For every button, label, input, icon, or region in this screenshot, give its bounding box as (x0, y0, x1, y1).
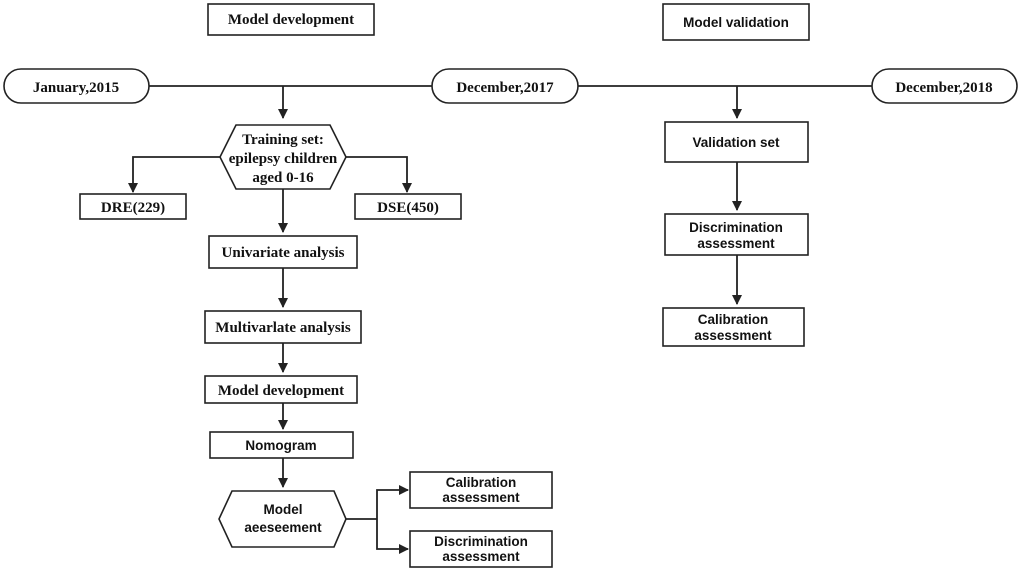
training-set-line2: epilepsy children (229, 151, 338, 167)
timeline-end-label: December,2018 (895, 80, 992, 96)
val-discrimination-line2: assessment (697, 236, 775, 251)
univariate-node: Univariate analysis (208, 235, 358, 269)
multivariate-label: Multivarlate analysis (215, 320, 351, 336)
model-assessment-node: Model aeeseement (218, 490, 347, 548)
model-assessment-line2: aeeseement (244, 520, 322, 535)
multivariate-node: Multivarlate analysis (204, 310, 362, 344)
dev-discrimination-line1: Discrimination (434, 534, 528, 549)
model-assessment-line1: Model (264, 502, 303, 517)
timeline-start: January,2015 (3, 68, 150, 104)
arrow-training-to-dre (128, 156, 222, 193)
val-discrimination-line1: Discrimination (689, 220, 783, 235)
nomogram-node: Nomogram (209, 431, 354, 459)
header-model-development-label: Model development (228, 12, 354, 28)
dse-label: DSE(450) (377, 200, 439, 216)
training-set-line3: aged 0-16 (252, 170, 314, 186)
nomogram-label: Nomogram (245, 438, 316, 453)
header-model-development: Model development (207, 3, 375, 36)
timeline-middle: December,2017 (431, 68, 579, 104)
arrow-training-to-dse (346, 156, 412, 193)
training-set-node: Training set: epilepsy children aged 0-1… (219, 124, 347, 190)
training-set-line1: Training set: (242, 132, 324, 148)
timeline-end: December,2018 (871, 68, 1018, 104)
timeline-start-label: January,2015 (33, 80, 119, 96)
model-development-node: Model development (204, 375, 358, 404)
dev-discrimination-line2: assessment (442, 549, 520, 564)
val-calibration-node: Calibration assessment (662, 307, 805, 347)
val-discrimination-node: Discrimination assessment (664, 213, 809, 256)
dev-discrimination-node: Discrimination assessment (409, 530, 553, 568)
validation-set-label: Validation set (692, 135, 780, 150)
timeline-middle-label: December,2017 (456, 80, 554, 96)
arrow-assessment-to-calibration (376, 485, 409, 519)
validation-set-node: Validation set (664, 121, 809, 163)
val-calibration-line1: Calibration (698, 312, 769, 327)
arrow-assessment-to-discrimination (376, 519, 409, 554)
header-model-validation: Model validation (662, 3, 810, 41)
dev-calibration-node: Calibration assessment (409, 471, 553, 509)
dev-calibration-line2: assessment (442, 490, 520, 505)
dse-node: DSE(450) (354, 193, 462, 220)
dre-label: DRE(229) (101, 200, 165, 216)
val-calibration-line2: assessment (694, 328, 772, 343)
univariate-label: Univariate analysis (222, 245, 345, 261)
header-model-validation-label: Model validation (683, 15, 789, 30)
dre-node: DRE(229) (79, 193, 187, 220)
model-development-label: Model development (218, 383, 344, 399)
dev-calibration-line1: Calibration (446, 475, 517, 490)
